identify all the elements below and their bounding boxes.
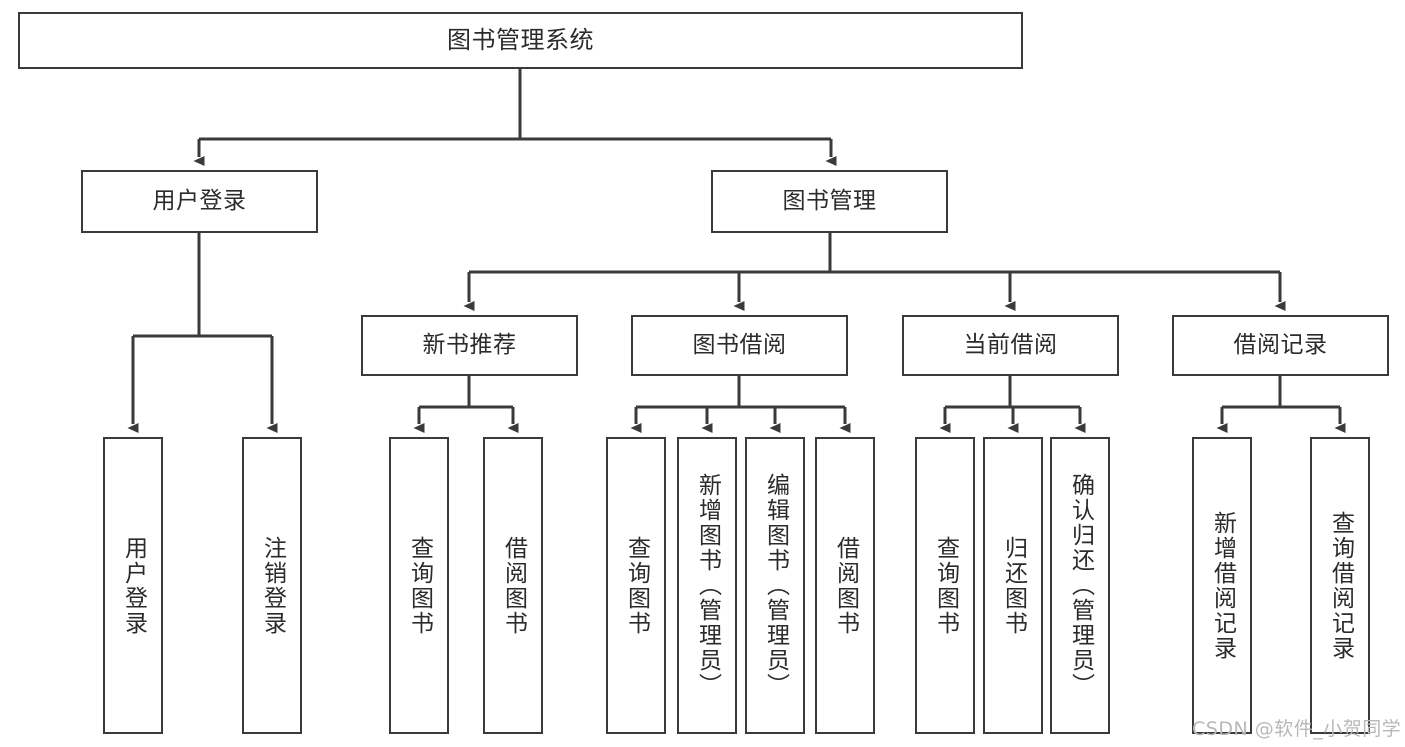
leaf-borrow-book-2[interactable]: 借阅图书 [815, 437, 875, 734]
edge-currentborrow-to-leaves [939, 376, 1086, 433]
edge-bookmanage-to-level3 [463, 233, 1286, 311]
node-user-login[interactable]: 用户登录 [81, 170, 318, 233]
leaf-query-book-3[interactable]: 查询图书 [915, 437, 975, 734]
node-label: 归还图书 [1000, 535, 1027, 636]
edge-borrowrecord-to-leaves [1216, 376, 1346, 433]
edge-newbookrec-to-leaves [413, 376, 519, 433]
csdn-watermark: CSDN @软件_小贺同学 [1192, 718, 1402, 740]
node-label: 用户登录 [152, 188, 247, 215]
node-book-borrow[interactable]: 图书借阅 [631, 315, 848, 376]
node-label: 图书管理系统 [447, 25, 594, 54]
node-label: 新增图书（管理员） [694, 473, 721, 698]
edge-bookborrow-to-leaves [630, 376, 851, 433]
node-label: 用户登录 [120, 535, 147, 636]
node-label: 图书管理 [782, 188, 877, 215]
leaf-confirm-return-admin[interactable]: 确认归还（管理员） [1050, 437, 1110, 734]
node-label: 图书借阅 [692, 332, 787, 359]
node-label: 当前借阅 [963, 332, 1058, 359]
edge-root-to-level2 [193, 69, 837, 166]
node-new-book-recommend[interactable]: 新书推荐 [361, 315, 578, 376]
leaf-user-login[interactable]: 用户登录 [103, 437, 163, 734]
leaf-query-book-2[interactable]: 查询图书 [606, 437, 666, 734]
node-label: 查询借阅记录 [1327, 510, 1354, 661]
node-label: 新增借阅记录 [1209, 510, 1236, 661]
leaf-return-book[interactable]: 归还图书 [983, 437, 1043, 734]
node-book-manage[interactable]: 图书管理 [711, 170, 948, 233]
node-label: 借阅记录 [1233, 332, 1328, 359]
leaf-add-book-admin[interactable]: 新增图书（管理员） [677, 437, 737, 734]
node-borrow-record[interactable]: 借阅记录 [1172, 315, 1389, 376]
edge-userlogin-to-leaves [127, 233, 278, 433]
leaf-borrow-book-1[interactable]: 借阅图书 [483, 437, 543, 734]
leaf-query-book-1[interactable]: 查询图书 [389, 437, 449, 734]
node-label: 查询图书 [406, 535, 433, 636]
node-label: 注销登录 [259, 535, 286, 636]
node-label: 查询图书 [623, 535, 650, 636]
leaf-add-borrow-record[interactable]: 新增借阅记录 [1192, 437, 1252, 734]
node-label: 新书推荐 [422, 332, 517, 359]
leaf-query-borrow-record[interactable]: 查询借阅记录 [1310, 437, 1370, 734]
leaf-edit-book-admin[interactable]: 编辑图书（管理员） [745, 437, 805, 734]
node-label: 确认归还（管理员） [1067, 473, 1094, 698]
node-label: 借阅图书 [500, 535, 527, 636]
node-root-system[interactable]: 图书管理系统 [18, 12, 1023, 69]
node-label: 编辑图书（管理员） [762, 473, 789, 698]
node-current-borrow[interactable]: 当前借阅 [902, 315, 1119, 376]
leaf-logout-login[interactable]: 注销登录 [242, 437, 302, 734]
node-label: 借阅图书 [832, 535, 859, 636]
node-label: 查询图书 [932, 535, 959, 636]
